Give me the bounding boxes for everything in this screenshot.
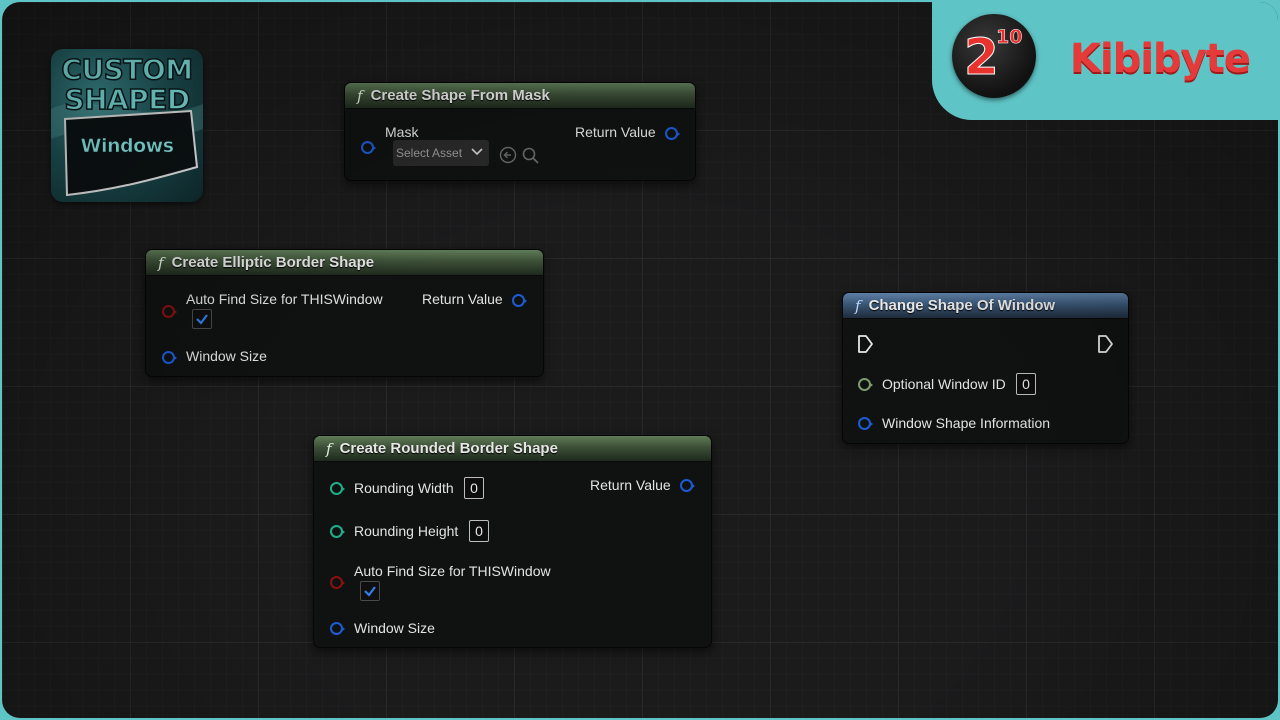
return-value-output-pin[interactable] (680, 479, 695, 492)
rounding-width-input-pin[interactable] (330, 482, 345, 495)
window-size-input-pin[interactable] (330, 622, 345, 635)
function-icon: f (357, 86, 363, 105)
auto-find-size-checkbox[interactable] (192, 309, 212, 329)
auto-find-size-label: Auto Find Size for THISWindow (186, 291, 383, 307)
logo-line-1: CUSTOM (61, 52, 194, 87)
kibibyte-brand-badge: 2 10 Kibibyte (932, 2, 1278, 120)
node-change-shape-of-window[interactable]: f Change Shape Of Window Optional Window… (842, 292, 1129, 444)
node-title: Create Elliptic Border Shape (171, 254, 375, 271)
rounding-height-input-pin[interactable] (330, 525, 345, 538)
exec-input-pin-icon[interactable] (857, 334, 875, 354)
checkmark-icon (196, 314, 208, 325)
mask-input-pin[interactable] (361, 141, 376, 154)
optional-window-id-input[interactable]: 0 (1016, 373, 1036, 395)
return-value-label: Return Value (422, 291, 503, 307)
brand-name: Kibibyte (1070, 36, 1251, 82)
select-asset-dropdown[interactable]: Select Asset (393, 140, 489, 166)
node-title: Change Shape Of Window (868, 297, 1056, 314)
window-size-label: Window Size (354, 620, 435, 636)
logo-line-2: SHAPED (64, 82, 191, 117)
node-title: Create Rounded Border Shape (339, 440, 558, 457)
node-create-rounded-border-shape[interactable]: f Create Rounded Border Shape Rounding W… (313, 435, 712, 648)
window-size-label: Window Size (186, 348, 267, 364)
optional-window-id-label: Optional Window ID (882, 376, 1006, 392)
node-header[interactable]: f Create Shape From Mask (345, 83, 695, 109)
browse-asset-search-icon[interactable] (521, 146, 541, 166)
exec-output-pin-icon[interactable] (1097, 334, 1115, 354)
brand-exponent: 10 (996, 26, 1023, 49)
use-selected-asset-icon[interactable] (499, 146, 519, 166)
function-icon: f (326, 439, 332, 458)
auto-find-size-input-pin[interactable] (162, 305, 177, 318)
return-value-output-pin[interactable] (512, 294, 527, 307)
brand-base: 2 (964, 28, 1000, 87)
rounding-width-label: Rounding Width (354, 480, 454, 496)
node-title: Create Shape From Mask (370, 87, 550, 104)
window-shape-information-label: Window Shape Information (882, 415, 1051, 431)
function-icon: f (158, 253, 164, 272)
select-asset-text: Select Asset (396, 146, 463, 160)
return-value-output-pin[interactable] (665, 127, 680, 140)
mask-label: Mask (385, 124, 419, 140)
node-header[interactable]: f Change Shape Of Window (843, 293, 1128, 319)
brand-circle-icon: 2 10 (952, 14, 1036, 98)
auto-find-size-label: Auto Find Size for THISWindow (354, 563, 551, 579)
chevron-down-icon (471, 148, 483, 156)
checkmark-icon (364, 586, 376, 597)
node-header[interactable]: f Create Rounded Border Shape (314, 436, 711, 462)
custom-shaped-windows-logo: CUSTOM SHAPED Windows (51, 49, 203, 202)
node-header[interactable]: f Create Elliptic Border Shape (146, 250, 543, 276)
logo-wave-icon (51, 103, 203, 197)
auto-find-size-checkbox[interactable] (360, 581, 380, 601)
window-size-input-pin[interactable] (162, 351, 177, 364)
logo-line-3: Windows (80, 135, 174, 158)
auto-find-size-input-pin[interactable] (330, 576, 345, 589)
node-create-elliptic-border-shape[interactable]: f Create Elliptic Border Shape Auto Find… (145, 249, 544, 377)
return-value-label: Return Value (575, 124, 656, 140)
window-shape-information-input-pin[interactable] (858, 417, 873, 430)
return-value-label: Return Value (590, 477, 671, 493)
rounding-height-label: Rounding Height (354, 523, 459, 539)
optional-window-id-input-pin[interactable] (858, 378, 873, 391)
rounding-height-input[interactable]: 0 (469, 520, 489, 542)
function-icon: f (855, 296, 861, 315)
rounding-width-input[interactable]: 0 (464, 477, 484, 499)
node-create-shape-from-mask[interactable]: f Create Shape From Mask Mask Select Ass… (344, 82, 696, 181)
